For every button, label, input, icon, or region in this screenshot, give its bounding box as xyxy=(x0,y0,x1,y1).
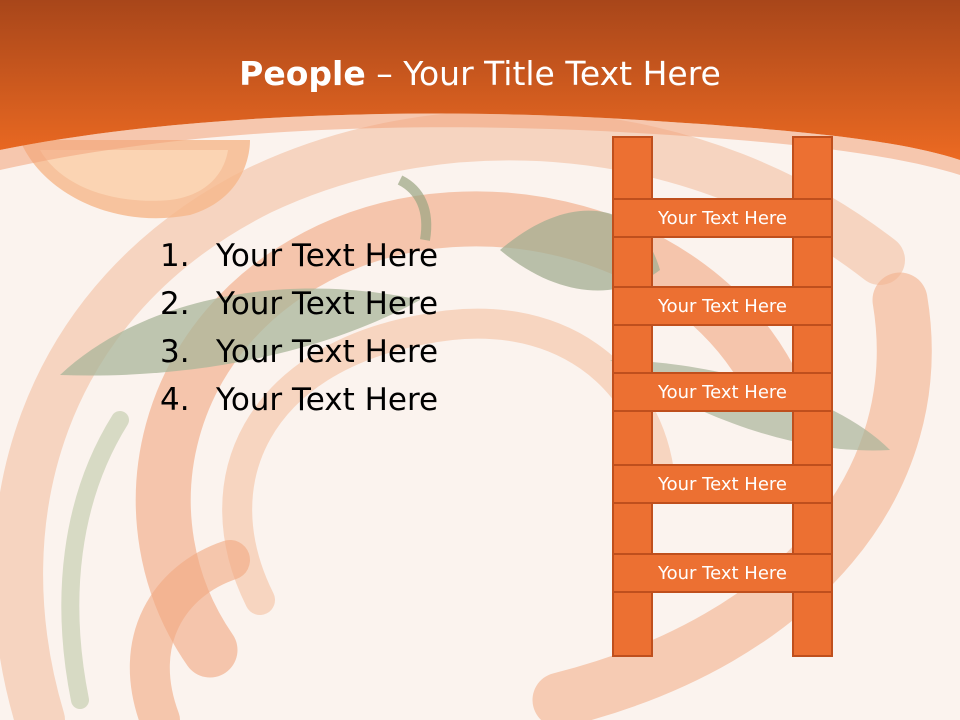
ladder-rung: Your Text Here xyxy=(612,198,833,238)
list-item: 4. Your Text Here xyxy=(160,376,438,424)
title-bold: People xyxy=(239,54,366,93)
ladder-rung: Your Text Here xyxy=(612,553,833,593)
list-number: 1. xyxy=(160,238,190,274)
numbered-list: 1. Your Text Here 2. Your Text Here 3. Your… xyxy=(160,232,438,424)
list-number: 3. xyxy=(160,334,190,370)
ladder-rung: Your Text Here xyxy=(612,286,833,326)
list-item: 3. Your Text Here xyxy=(160,328,438,376)
slide-title: People – Your Title Text Here xyxy=(0,52,960,96)
list-text: Your Text Here xyxy=(216,238,439,274)
list-text: Your Text Here xyxy=(216,382,439,418)
list-text: Your Text Here xyxy=(216,334,439,370)
list-number: 2. xyxy=(160,286,190,322)
list-item: 1. Your Text Here xyxy=(160,232,438,280)
ladder-rung: Your Text Here xyxy=(612,464,833,504)
title-text: – Your Title Text Here xyxy=(365,54,721,93)
list-item: 2. Your Text Here xyxy=(160,280,438,328)
list-text: Your Text Here xyxy=(216,286,439,322)
ladder-rung: Your Text Here xyxy=(612,372,833,412)
list-number: 4. xyxy=(160,382,190,418)
